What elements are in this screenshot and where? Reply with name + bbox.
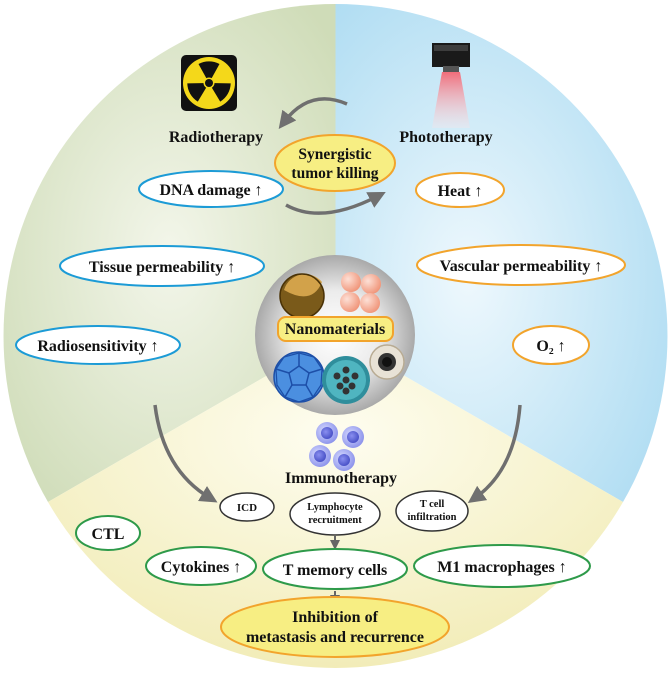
core-shell-particle-icon [279, 273, 325, 319]
m1-macrophages-label: M1 macrophages ↑ [437, 559, 566, 576]
lymphocyte-line1: Lymphocyte [307, 502, 363, 513]
t-memory-label: T memory cells [283, 562, 388, 579]
ctl-badge: CTL [75, 515, 141, 551]
heat-badge: Heat ↑ [415, 172, 505, 208]
fullerene-icon [273, 351, 325, 403]
nanoparticle-cluster-icon [340, 272, 381, 313]
phototherapy-title: Phototherapy [399, 129, 492, 146]
radio-to-immuno-arrow [153, 404, 218, 503]
inhibition-line1: Inhibition of [292, 609, 378, 626]
oxygen-badge: O₂ ↑ [512, 325, 590, 365]
cytokines-badge: Cytokines ↑ [145, 546, 257, 586]
dna-damage-badge: DNA damage ↑ [138, 170, 284, 208]
mesoporous-particle-icon [322, 356, 370, 404]
tcell-line2: infiltration [408, 512, 457, 523]
radiosensitivity-label: Radiosensitivity ↑ [37, 338, 158, 355]
immunotherapy-title: Immunotherapy [285, 470, 397, 487]
laser-icon [432, 43, 470, 128]
vascular-permeability-label: Vascular permeability ↑ [440, 258, 603, 275]
heat-label: Heat ↑ [438, 183, 483, 200]
nanomaterials-label: Nanomaterials [285, 321, 385, 338]
dna-damage-label: DNA damage ↑ [159, 182, 262, 199]
tissue-permeability-badge: Tissue permeability ↑ [59, 245, 265, 287]
synergistic-killing-badge: Synergistic tumor killing [274, 134, 396, 192]
radiation-hazard-icon [181, 55, 237, 111]
vascular-permeability-badge: Vascular permeability ↑ [416, 244, 626, 286]
t-memory-badge: T memory cells [262, 548, 408, 590]
tcell-infiltration-badge: T cell infiltration [395, 490, 469, 532]
inhibition-line2: metastasis and recurrence [246, 629, 424, 646]
lymphocyte-line2: recruitment [308, 515, 362, 526]
icd-label: ICD [237, 502, 257, 514]
synergy-arrow-top [278, 97, 348, 129]
nanomaterials-label-box [277, 316, 394, 342]
synergistic-line2: tumor killing [291, 165, 378, 182]
tcell-line1: T cell [420, 499, 445, 510]
tissue-permeability-label: Tissue permeability ↑ [89, 259, 235, 276]
oxygen-label: O₂ ↑ [536, 338, 565, 355]
radiosensitivity-badge: Radiosensitivity ↑ [15, 325, 181, 365]
synergy-arrow-bottom [285, 191, 386, 215]
radiotherapy-title: Radiotherapy [169, 129, 263, 146]
lymphocyte-recruitment-badge: Lymphocyte recruitment [289, 492, 381, 536]
m1-macrophages-badge: M1 macrophages ↑ [413, 544, 591, 588]
ctl-label: CTL [92, 526, 125, 543]
nanomaterials-hub: Nanomaterials [255, 255, 415, 415]
icd-badge: ICD [219, 492, 275, 522]
photo-to-immuno-arrow [467, 404, 522, 504]
inhibition-badge: Inhibition of metastasis and recurrence [220, 596, 450, 658]
cytokines-label: Cytokines ↑ [161, 559, 241, 576]
immune-cells-icon [309, 422, 364, 471]
core-particle-icon [369, 344, 405, 380]
synergistic-line1: Synergistic [298, 146, 371, 163]
